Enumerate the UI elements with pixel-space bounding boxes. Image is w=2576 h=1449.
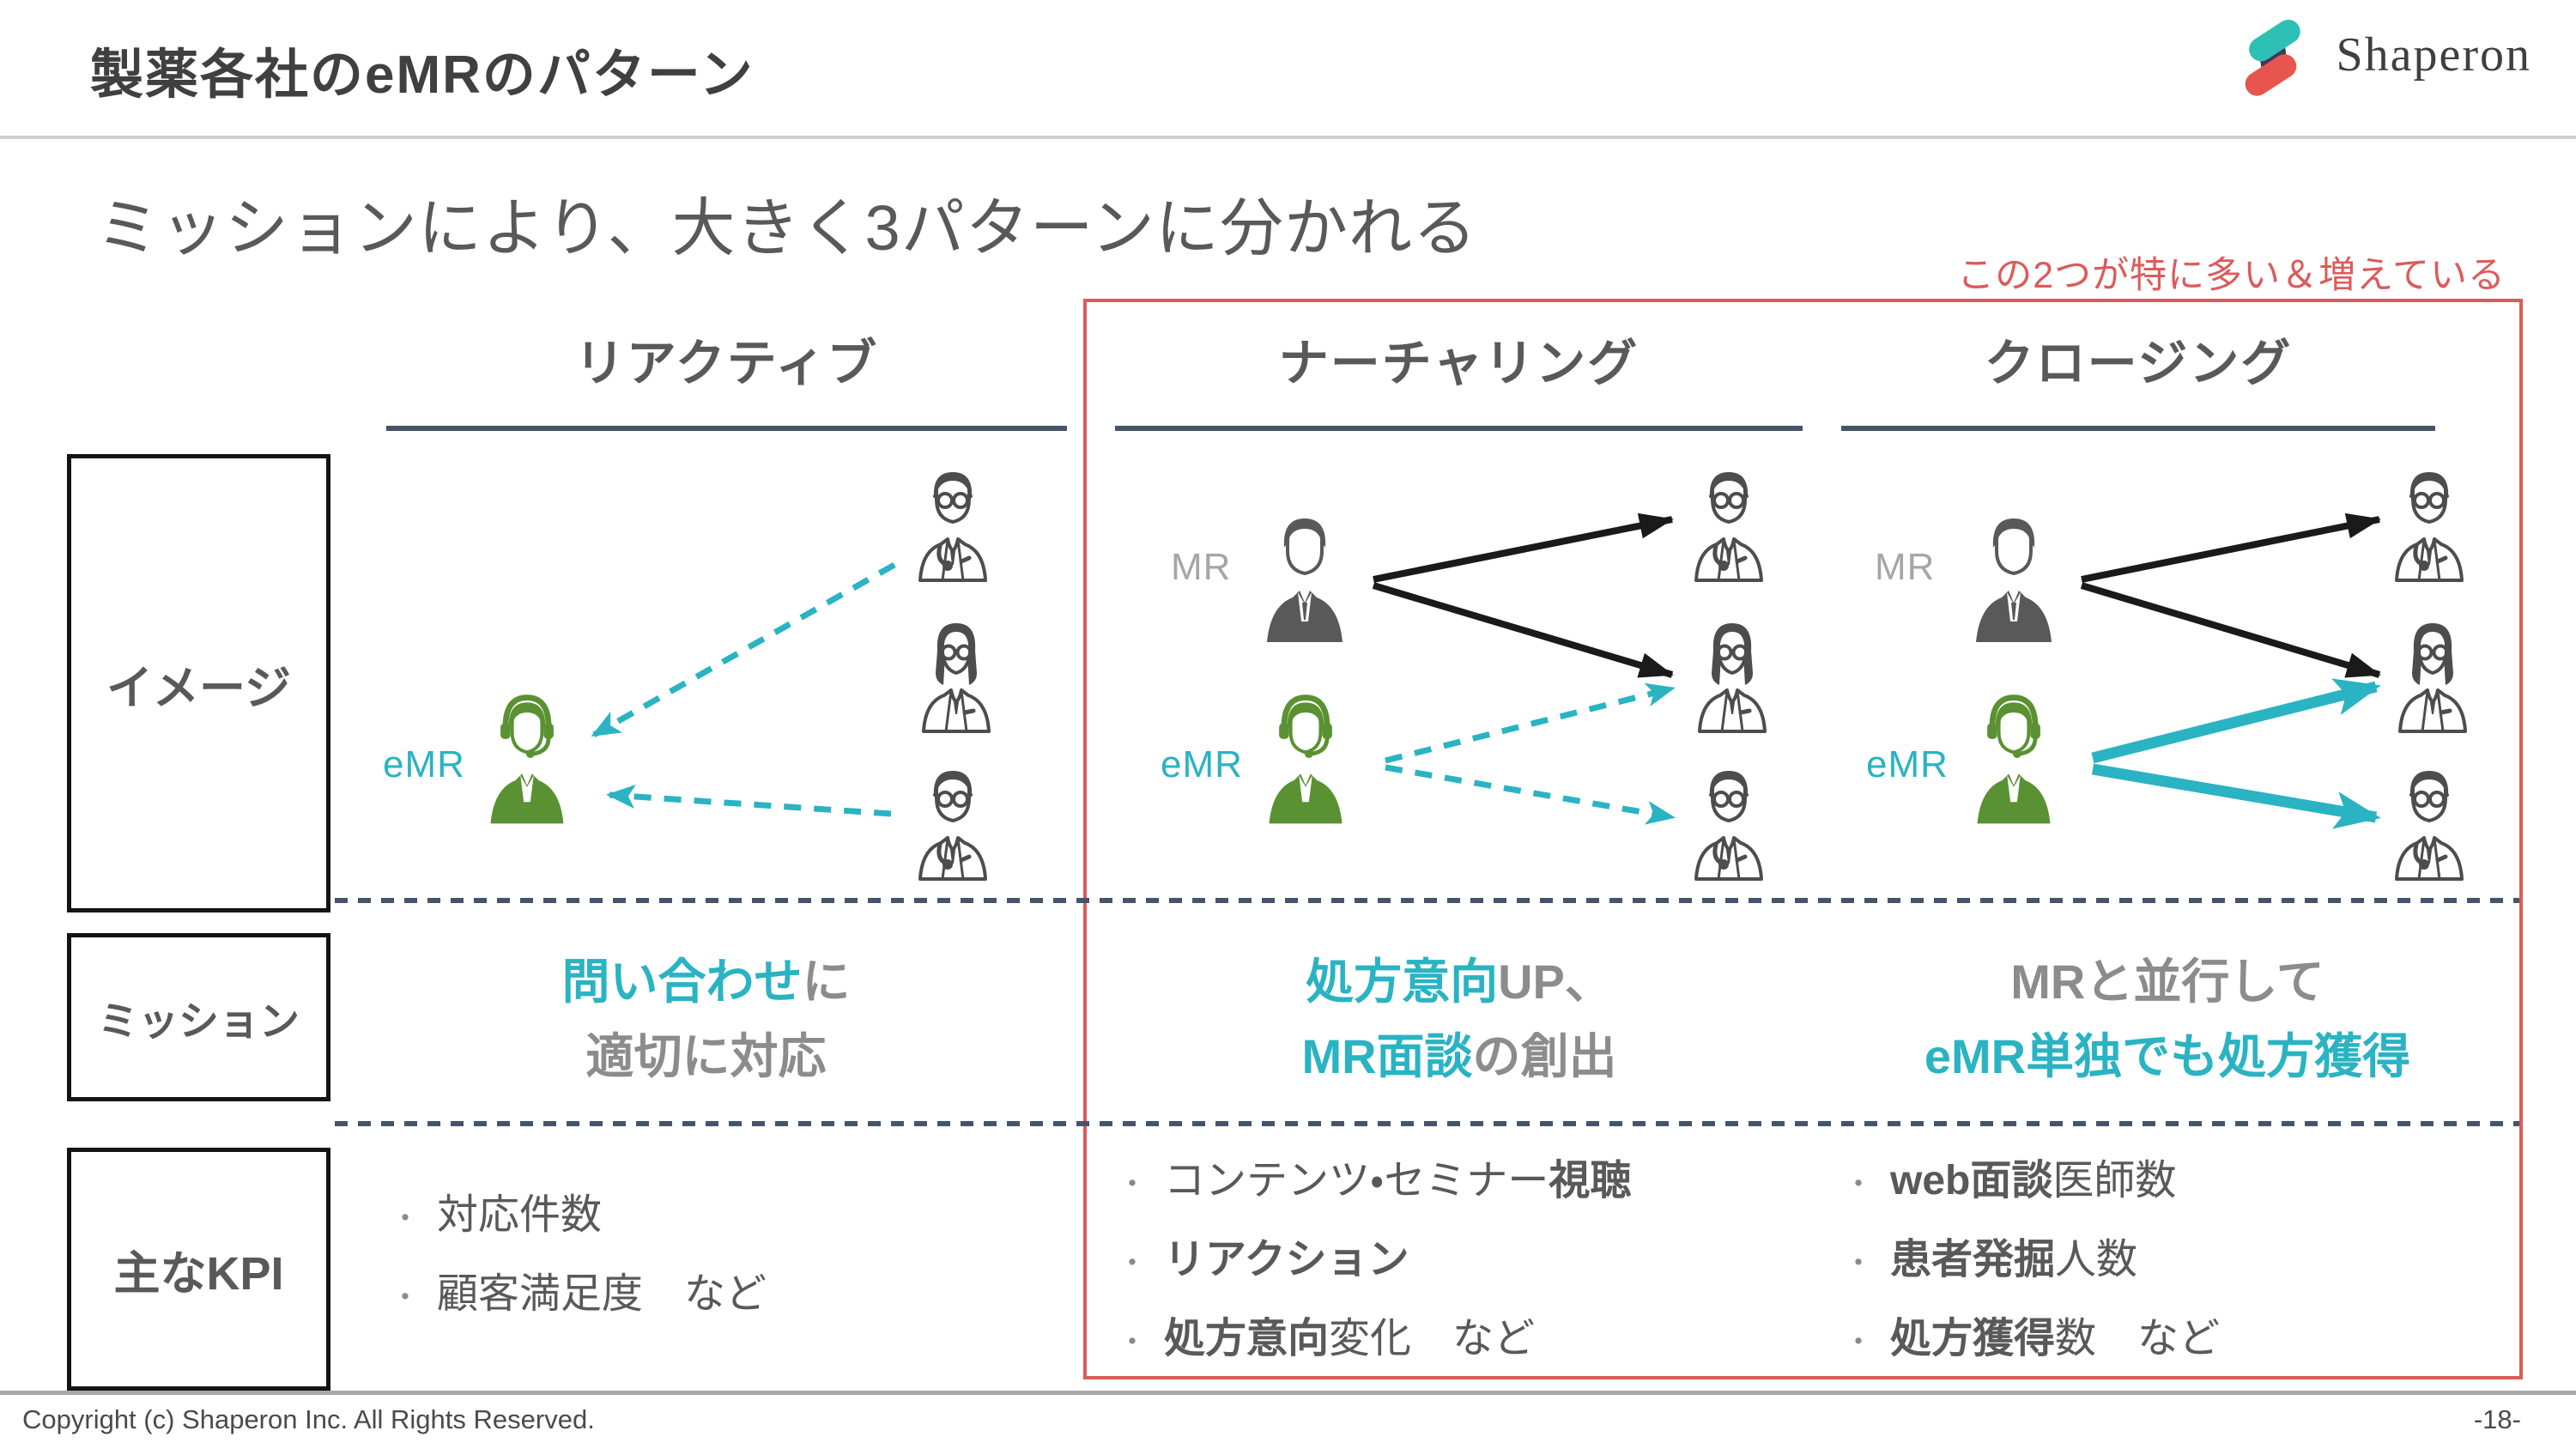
emphasis-annotation: この2つが特に多い＆増えている [1957,255,2506,296]
kpi-item: ・対応件数 [391,1178,1060,1257]
mission-line: eMR単独でも処方獲得 [1924,1029,2411,1083]
doctor-male-icon [1684,764,1773,881]
diagram-reactive: eMR [335,429,1082,901]
header-divider [0,136,2576,139]
page-title: 製薬各社のeMRのパターン [90,45,755,105]
mr-label: MR [1875,546,1936,588]
doctor-male-icon [908,764,997,881]
company-logo: Shaperon [2226,7,2531,103]
emr-label: eMR [383,743,465,785]
kpi-item: ・患者発掘人数 [1844,1222,2518,1301]
emr-label: eMR [1161,743,1243,785]
bullet-icon: ・ [1844,1326,1873,1359]
footer-divider [0,1391,2576,1395]
mission-nurturing: 処方意向UP、 MR面談の創出 [1116,936,1803,1104]
doctor-male-icon [2385,764,2474,881]
row-label-mission: ミッション [67,933,330,1101]
bullet-icon: ・ [1844,1168,1873,1201]
mr-person-icon [1255,513,1355,644]
mr-person-icon [1964,513,2064,644]
kpi-item: ・処方意向変化 など [1118,1301,1800,1380]
diagram-nurturing: MR eMR [1116,429,1803,901]
row-label-kpi: 主なKPI [67,1148,330,1391]
page-number: -18- [2473,1404,2521,1434]
emr-agent-icon [1966,694,2062,826]
emr-label: eMR [1866,743,1949,785]
doctor-male-icon [2385,465,2474,582]
kpi-list-nurturing: ・コンテンツ・セミナー視聴 ・リアクション ・処方意向変化 など [1118,1143,1800,1380]
mr-label: MR [1171,546,1232,588]
mission-line: 適切に対応 [585,1029,827,1083]
diagram-closing: MR eMR [1803,429,2524,901]
arrows-reactive [591,561,896,817]
kpi-item: ・処方獲得数 など [1844,1301,2518,1380]
mission-line: 問い合わせに [561,955,851,1009]
arrows-nurturing [1372,512,1676,825]
doctor-male-icon [908,465,997,582]
mission-closing: MRと並行して eMR単独でも処方獲得 [1820,936,2515,1104]
bullet-icon: ・ [391,1203,420,1235]
shaperon-logo-icon [2246,19,2301,96]
emr-agent-icon [1258,694,1354,826]
mission-line: MR面談の創出 [1301,1029,1617,1083]
row-separator [335,898,2519,903]
mission-line: 処方意向UP、 [1306,955,1613,1009]
doctor-female-icon [2388,616,2477,733]
bullet-icon: ・ [1118,1168,1147,1201]
mission-reactive: 問い合わせに 適切に対応 [343,936,1069,1104]
doctor-female-icon [912,616,1001,733]
column-header-closing: クロージング [1841,323,2435,431]
column-header-reactive: リアクティブ [386,323,1067,431]
bullet-icon: ・ [1118,1326,1147,1359]
kpi-item: ・リアクション [1118,1222,1800,1301]
row-separator [335,1121,2519,1126]
arrows-closing [2080,512,2381,829]
kpi-list-closing: ・web面談医師数 ・患者発掘人数 ・処方獲得数 など [1844,1143,2518,1380]
kpi-item: ・web面談医師数 [1844,1143,2518,1222]
slide-heading: ミッションにより、大きく3パターンに分かれる [96,192,1478,264]
kpi-item: ・コンテンツ・セミナー視聴 [1118,1143,1800,1222]
emr-agent-icon [479,694,575,826]
doctor-female-icon [1688,616,1777,733]
emphasis-box [1083,299,2523,1379]
row-label-image: イメージ [67,454,330,912]
doctor-male-icon [1684,465,1773,582]
mission-line: MRと並行して [2010,955,2324,1009]
bullet-icon: ・ [1844,1247,1873,1280]
logo-wordmark: Shaperon [2336,28,2531,82]
bullet-icon: ・ [391,1282,420,1314]
column-header-nurturing: ナーチャリング [1115,323,1803,431]
kpi-list-reactive: ・対応件数 ・顧客満足度 など [391,1178,1060,1336]
copyright-text: Copyright (c) Shaperon Inc. All Rights R… [22,1404,595,1434]
kpi-item: ・顧客満足度 など [391,1257,1060,1336]
bullet-icon: ・ [1118,1247,1147,1280]
